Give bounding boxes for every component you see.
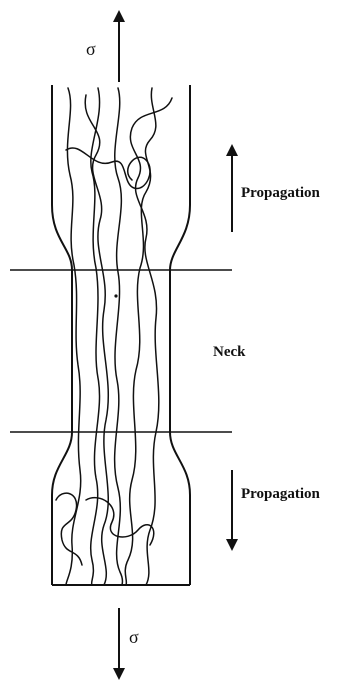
stress-label-bottom: σ [129,627,139,647]
stress-label-top: σ [86,39,96,59]
specimen-right-edge [170,85,190,585]
chain-3 [115,88,123,585]
chain-7 [66,148,150,189]
propagation-label-top: Propagation [241,185,321,201]
chain-6 [130,98,172,585]
chain-1 [66,88,81,585]
specimen-left-edge [52,85,72,585]
neck-dot [114,294,117,297]
polymer-chains [56,88,172,585]
neck-label: Neck [213,344,246,360]
propagation-label-bottom: Propagation [241,486,321,502]
